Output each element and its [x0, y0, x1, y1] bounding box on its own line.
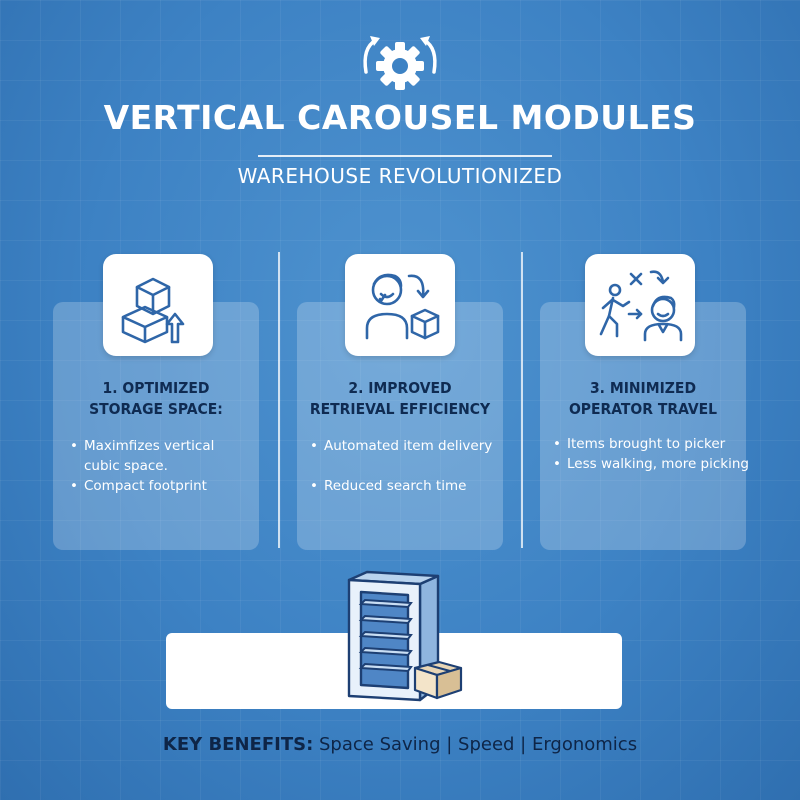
icon-tile-travel	[585, 254, 695, 356]
person-box-delivery-icon	[365, 273, 440, 340]
column-divider	[521, 252, 523, 548]
icon-tile-storage	[103, 254, 213, 356]
card-title: 1. OPTIMIZED STORAGE SPACE:	[53, 378, 259, 420]
card-title-line: OPERATOR TRAVEL	[568, 400, 718, 418]
card-title-line: 2. IMPROVED	[348, 379, 452, 397]
gear-with-arrows-icon	[363, 36, 437, 90]
list-item: Less walking, more picking	[553, 454, 763, 474]
bullet-list: Automated item delivery Reduced search t…	[310, 436, 520, 496]
list-item: Automated item delivery	[310, 436, 520, 456]
card-title-line: 1. OPTIMIZED	[102, 379, 210, 397]
page-subtitle: WAREHOUSE REVOLUTIONIZED	[237, 164, 563, 188]
card-title: 3. MINIMIZED OPERATOR TRAVEL	[540, 378, 746, 420]
icon-tile-retrieval	[345, 254, 455, 356]
bullet-text: cubic space.	[84, 458, 168, 474]
list-item: Compact footprint	[70, 476, 280, 496]
card-title: 2. IMPROVED RETRIEVAL EFFICIENCY	[297, 378, 503, 420]
bullet-text: Maximfizes vertical	[84, 438, 215, 454]
card-title-line: RETRIEVAL EFFICIENCY	[309, 400, 491, 418]
key-benefits-footer: KEY BENEFITS: Space Saving | Speed | Erg…	[0, 734, 800, 755]
list-item: Items brought to picker	[553, 434, 763, 454]
list-item: Maximfizes vertical cubic space.	[70, 436, 280, 476]
bullet-list: Items brought to picker Less walking, mo…	[553, 434, 763, 474]
walking-person-to-picker-icon	[599, 270, 683, 342]
stacked-boxes-arrow-icon	[121, 277, 185, 344]
vertical-carousel-machine-icon	[347, 570, 463, 702]
key-benefits-label: KEY BENEFITS:	[162, 734, 314, 755]
card-title-line: 3. MINIMIZED	[589, 379, 697, 397]
list-item: Reduced search time	[310, 476, 520, 496]
title-divider	[258, 155, 552, 157]
card-title-line: STORAGE SPACE:	[89, 400, 223, 418]
column-divider	[278, 252, 280, 548]
key-benefits-list: Space Saving | Speed | Ergonomics	[319, 734, 638, 755]
page-title: VERTICAL CAROUSEL MODULES	[103, 98, 697, 137]
bullet-list: Maximfizes vertical cubic space. Compact …	[70, 436, 280, 496]
